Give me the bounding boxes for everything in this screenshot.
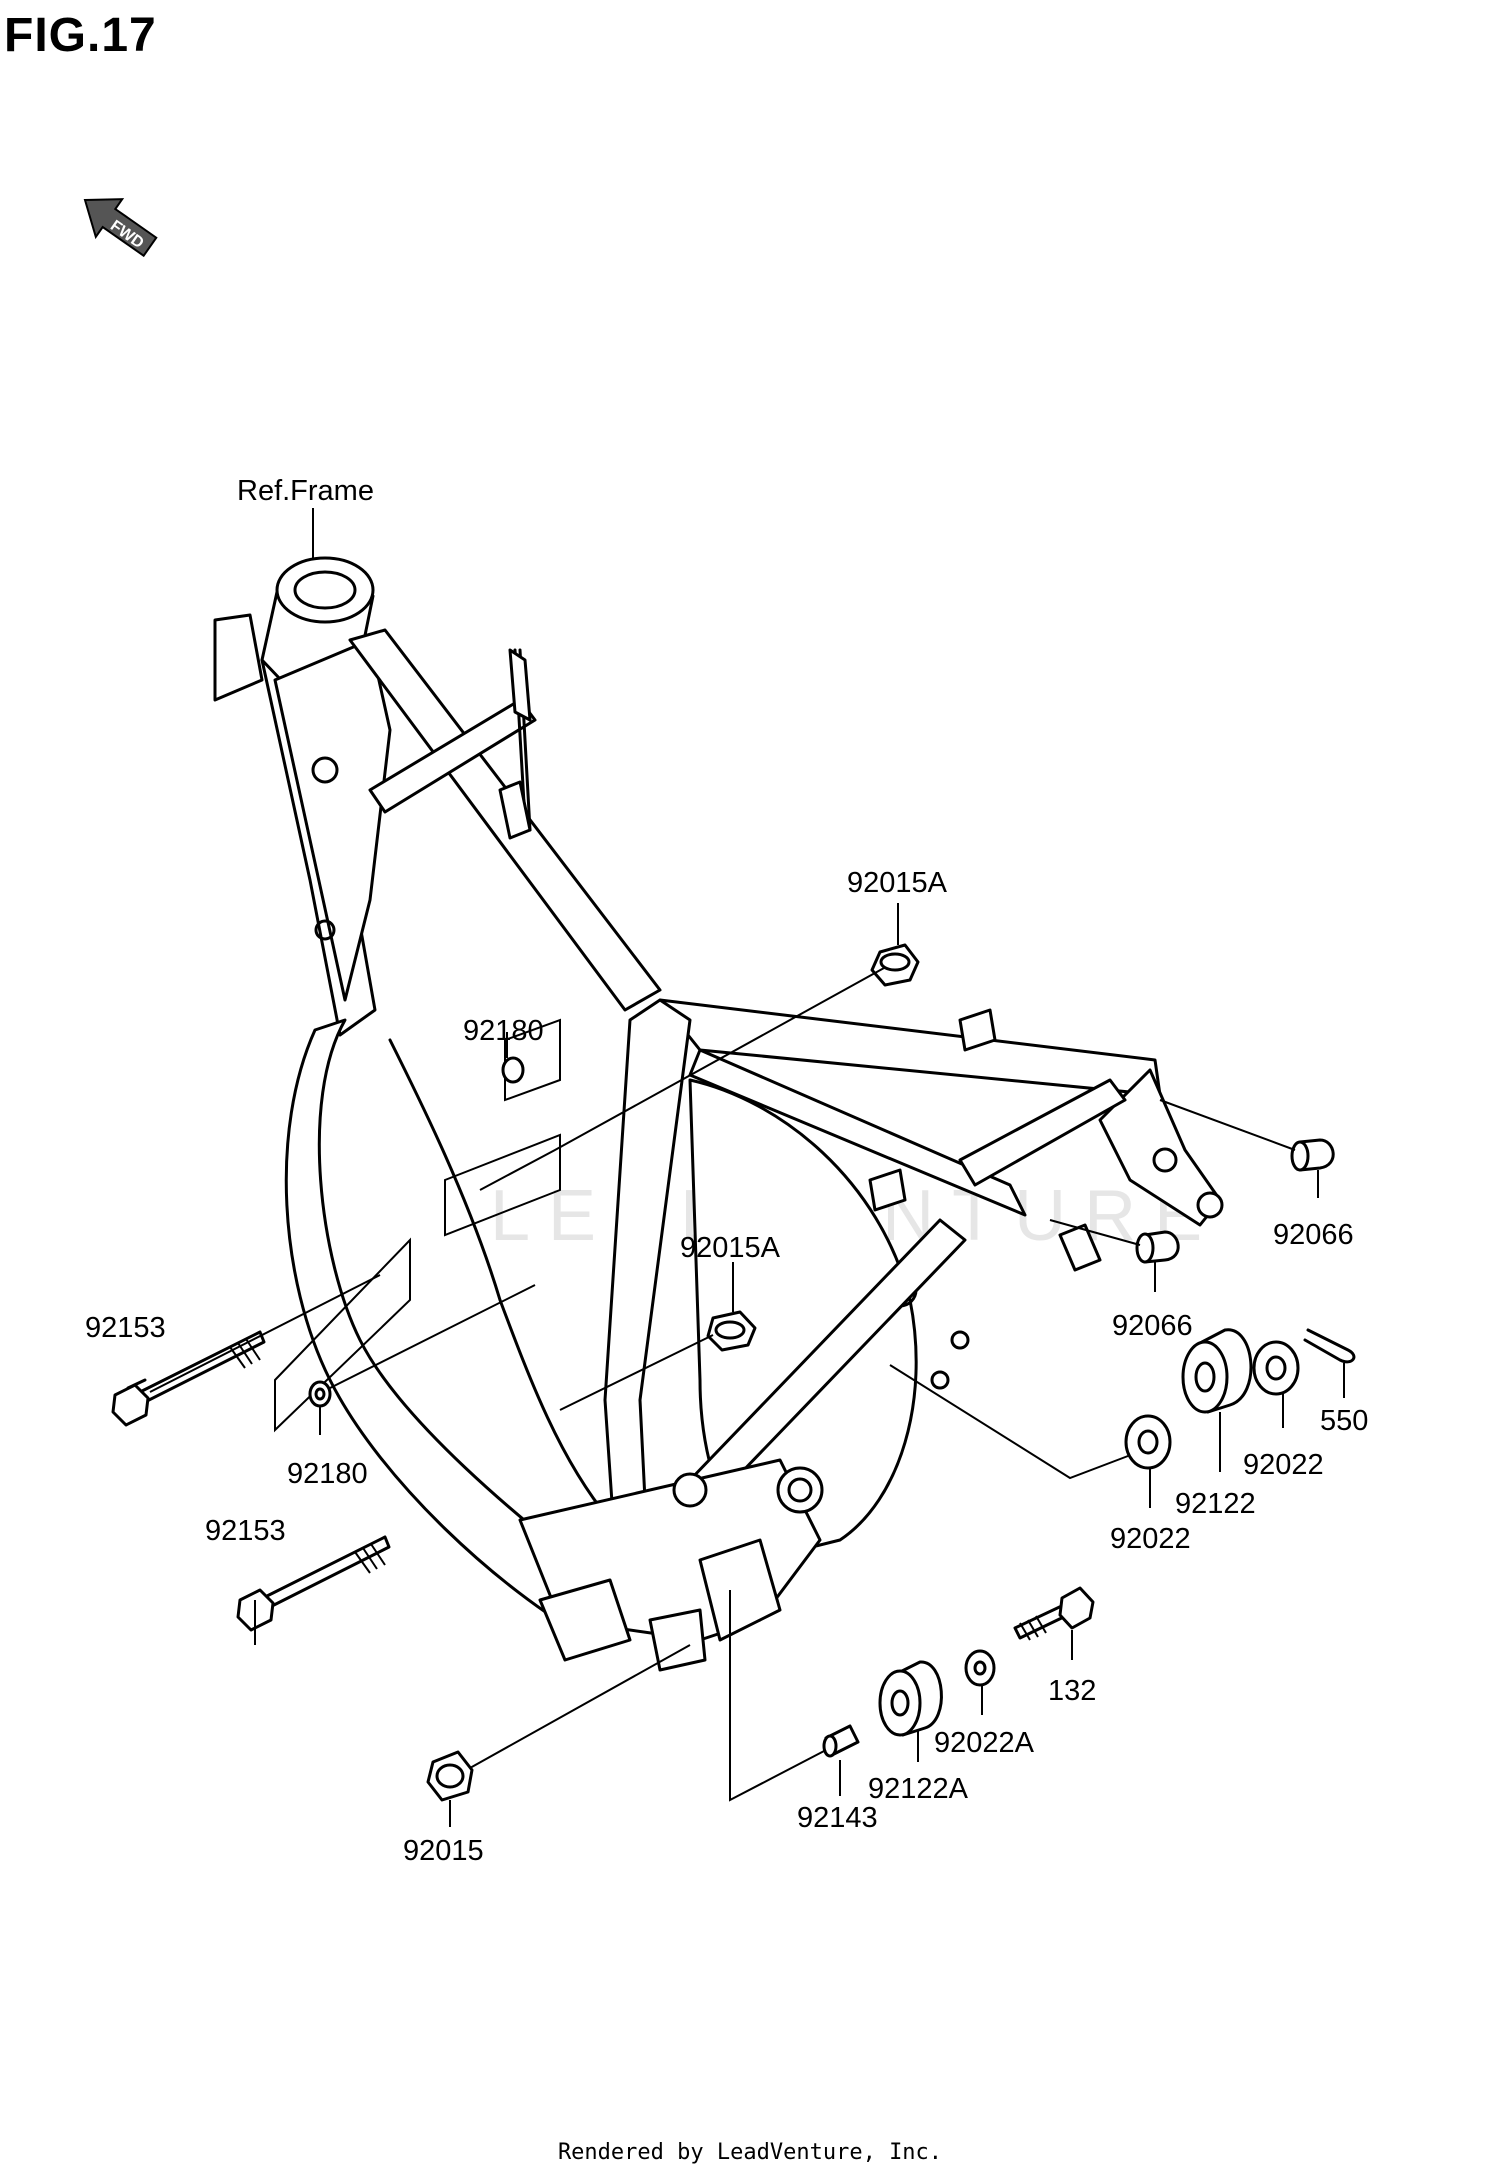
callout-132: 132: [1048, 1675, 1096, 1707]
callout-92122A: 92122A: [868, 1773, 969, 1805]
callout-92015A-mid: 92015A: [680, 1232, 781, 1264]
washer-92022-mid: [1124, 1414, 1172, 1470]
footer-credit: Rendered by LeadVenture, Inc.: [557, 2140, 943, 2165]
cap-92066-mid: [1135, 1230, 1180, 1264]
callout-ref-frame: Ref.Frame: [237, 475, 374, 507]
callout-92066-right: 92066: [1273, 1219, 1354, 1251]
callout-92015A-upper: 92015A: [847, 867, 948, 899]
nut-92015A-upper: [870, 943, 920, 987]
leader-lines: [149, 508, 1345, 1827]
callout-92015: 92015: [403, 1835, 484, 1867]
callout-92066-mid: 92066: [1112, 1310, 1193, 1342]
callout-92122: 92122: [1175, 1488, 1256, 1520]
collar-92122: [1181, 1328, 1253, 1414]
sleeve-92143: [822, 1724, 860, 1758]
callout-92022-mid: 92022: [1110, 1523, 1191, 1555]
collar-92122A: [878, 1660, 943, 1737]
figure-title: FIG.17: [4, 9, 157, 62]
washer-92022A: [964, 1649, 996, 1687]
fwd-arrow-icon: FWD: [83, 198, 158, 258]
cap-92066-right: [1290, 1138, 1335, 1172]
washer-92022-right: [1252, 1340, 1300, 1396]
callout-92143: 92143: [797, 1802, 878, 1834]
frame-illustration: [213, 556, 1224, 1672]
bolt-132: [1013, 1586, 1095, 1641]
callout-labels: Ref.Frame 92015A 92180 92066 92066 92015…: [85, 475, 1368, 1867]
callout-92153-upper: 92153: [85, 1312, 166, 1344]
callout-92180-upper: 92180: [463, 1015, 544, 1047]
callout-92022-right: 92022: [1243, 1449, 1324, 1481]
callout-92180-lower: 92180: [287, 1458, 368, 1490]
pin-550: [1303, 1328, 1356, 1364]
callout-92022A: 92022A: [934, 1727, 1035, 1759]
callout-550: 550: [1320, 1405, 1368, 1437]
nut-92015: [426, 1750, 474, 1802]
head-tube: [275, 556, 375, 624]
nut-92015A-mid: [706, 1310, 757, 1352]
bolt-92153-lower: [236, 1535, 391, 1632]
washer-92180-upper: [501, 1056, 525, 1084]
callout-92153-lower: 92153: [205, 1515, 286, 1547]
washer-92180-lower: [308, 1380, 332, 1408]
